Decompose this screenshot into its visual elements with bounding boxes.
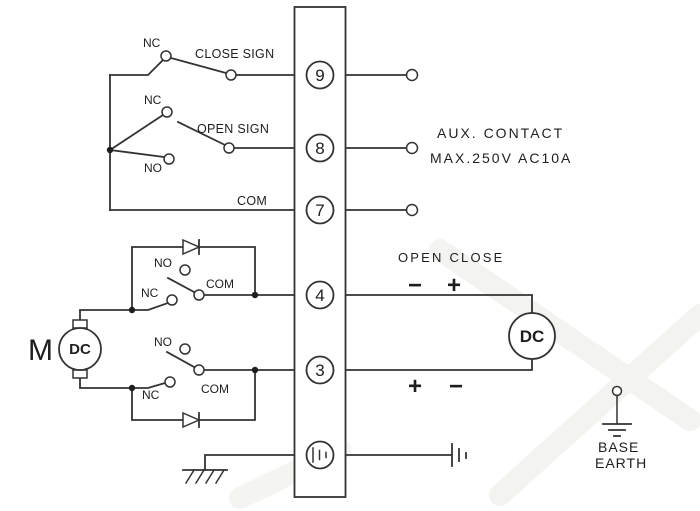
aux-terminal-7-circle [405, 203, 419, 217]
ground-terminal-icon [312, 447, 327, 463]
aux-terminals [405, 68, 419, 217]
lower-common-contact-circle [193, 364, 205, 376]
dc-supply-symbol: DC [508, 312, 556, 360]
open-sign-no-lead-wire [108, 148, 166, 159]
upper-switch-arm [166, 276, 196, 294]
terminal-4-circle [305, 280, 335, 310]
dc-to-terminal3-wire [345, 358, 533, 371]
aux-terminal-8-circle [405, 141, 419, 155]
open-sign-nc-label: NC [144, 93, 162, 107]
chassis-ground-icon [451, 443, 467, 467]
terminal-7-number: 7 [315, 201, 324, 220]
close-sign-label: CLOSE SIGN [195, 47, 274, 61]
terminal-3-number: 3 [315, 361, 324, 380]
open-sign-nc-lead-wire [108, 113, 165, 152]
upper-com-label: COM [206, 277, 234, 291]
open-sign-common-contact-circle [223, 142, 235, 154]
junction-dots [106, 146, 259, 392]
junction-dot [128, 306, 136, 314]
motor-label: M [28, 334, 53, 367]
close-sign-common-contact-circle [225, 69, 237, 81]
close-sign-nc-label: NC [143, 36, 161, 50]
junction-dot [251, 366, 259, 374]
close-sign-nc-contact-circle [160, 50, 172, 62]
open-close-label: OPEN CLOSE [398, 250, 505, 265]
terminal-4-number: 4 [315, 286, 324, 305]
earth-ground-icon [182, 468, 228, 485]
terminal-7-circle [305, 195, 335, 225]
motor-brush-bottom [72, 369, 88, 379]
lower-com-label: COM [201, 382, 229, 396]
upper-nc-label: NC [141, 286, 159, 300]
open-sign-label: OPEN SIGN [197, 122, 269, 136]
motor-type-label: DC [69, 341, 91, 358]
open-sign-switch-arm [176, 120, 227, 147]
upper-no-label: NO [154, 256, 172, 270]
terminal-9-circle [305, 60, 335, 90]
motor-brush-top [72, 319, 88, 329]
diodes [182, 238, 201, 429]
lower-switch-arm [165, 350, 196, 369]
open-sign-nc-contact-circle [161, 106, 173, 118]
aux-contact-label: AUX. CONTACT [437, 125, 564, 141]
watermark-stroke [429, 239, 700, 431]
motor-circle [58, 327, 102, 371]
text-labels: NC CLOSE SIGN NC OPEN SIGN NO COM AUX. C… [141, 36, 572, 402]
terminal-8-circle [305, 133, 335, 163]
motor-top-lead-wire [79, 301, 170, 321]
watermark-stroke [489, 304, 700, 506]
base-label: BASE [598, 439, 639, 455]
switch-contacts [160, 50, 237, 388]
upper-diode-loop-wire [131, 246, 256, 311]
terminal3-minus-sign: − [449, 373, 463, 400]
junction-dot [251, 291, 259, 299]
motor-symbol: M DC [28, 319, 102, 379]
lower-nc-label: NC [142, 388, 160, 402]
lower-nc-contact-circle [164, 376, 176, 388]
aux-terminal-9-circle [405, 68, 419, 82]
close-sign-switch-arm [169, 56, 228, 75]
terminal-9-number: 9 [315, 66, 324, 85]
aux-rating-label: MAX.250V AC10A [430, 150, 572, 166]
ground-left-wire [204, 454, 295, 471]
close-sign-lead-wire [109, 58, 165, 76]
upper-diode-icon [182, 238, 201, 256]
terminal3-plus-sign: + [408, 373, 422, 400]
terminal4-minus-sign: − [408, 272, 422, 299]
terminal-8-number: 8 [315, 139, 324, 158]
terminal-3-circle [305, 355, 335, 385]
upper-no-contact-circle [179, 264, 191, 276]
lower-diode-icon [182, 411, 201, 429]
com-top-label: COM [237, 194, 267, 208]
open-sign-no-contact-circle [163, 153, 175, 165]
motor-bottom-lead-wire [79, 377, 167, 389]
junction-dot [128, 384, 136, 392]
open-sign-no-label: NO [144, 161, 162, 175]
earth-label: EARTH [595, 455, 647, 471]
junction-dot [106, 146, 114, 154]
lower-no-contact-circle [179, 343, 191, 355]
dc-supply-circle [508, 312, 556, 360]
dc-supply-label: DC [520, 327, 545, 346]
upper-common-contact-circle [193, 289, 205, 301]
upper-nc-contact-circle [166, 294, 178, 306]
lower-no-label: NO [154, 335, 172, 349]
terminal4-plus-sign: + [447, 272, 461, 299]
ground-symbols: BASE EARTH [182, 385, 647, 485]
base-earth-icon [602, 385, 632, 437]
terminal-strip: 9 8 7 4 3 [293, 6, 347, 498]
terminal4-to-dc-wire [345, 294, 533, 314]
